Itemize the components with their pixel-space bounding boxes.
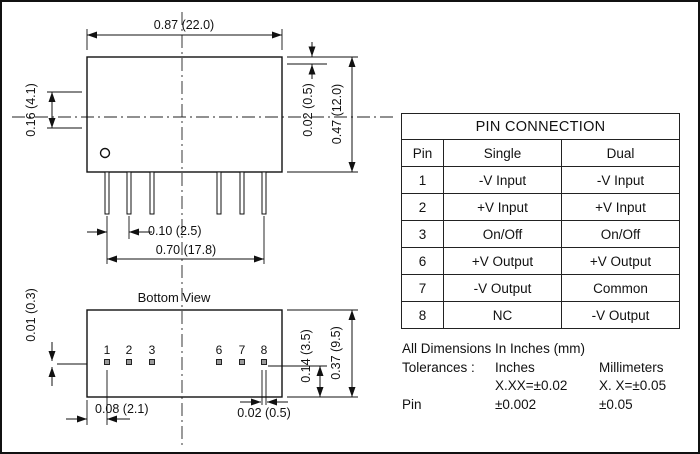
single-cell: On/Off <box>443 220 562 248</box>
pin-table-title: PIN CONNECTION <box>401 113 680 140</box>
dimensions-note-line: All Dimensions In Inches (mm) <box>402 340 688 359</box>
front-extension-lines <box>47 29 358 264</box>
single-cell: -V Output <box>443 274 562 302</box>
dual-cell: Common <box>561 274 680 302</box>
lead-pin-6 <box>216 171 222 215</box>
millimeters-tolerance: X. X=±0.05 <box>599 378 667 394</box>
dimensions-note-text: All Dimensions In Inches (mm) <box>402 341 586 356</box>
pin-cell: 8 <box>401 301 444 329</box>
dual-cell: -V Output <box>561 301 680 329</box>
dimension-notes: All Dimensions In Inches (mm) Tolerances… <box>402 340 688 414</box>
dual-cell: -V Input <box>561 166 680 194</box>
lead-pin-3 <box>149 171 155 215</box>
depth-dim-label: 0.37 (9.5) <box>329 326 343 380</box>
tolerances-header-line: Tolerances : Inches Millimeters <box>402 359 688 378</box>
single-cell: +V Input <box>443 193 562 221</box>
span-dim-label: 0.70 (17.8) <box>156 243 216 257</box>
column-header-dual: Dual <box>561 139 680 167</box>
tolerances-label: Tolerances : <box>402 359 475 375</box>
height-dim-label: 0.47 (12.0) <box>330 84 344 144</box>
table-row: 2 +V Input +V Input <box>401 193 680 221</box>
pin-inches-tolerance: ±0.002 <box>495 396 537 412</box>
pin-tolerance-label: Pin <box>402 396 422 412</box>
pin-cell: 3 <box>401 220 444 248</box>
millimeters-header: Millimeters <box>599 359 664 375</box>
single-cell: NC <box>443 301 562 329</box>
table-row: 3 On/Off On/Off <box>401 220 680 248</box>
pad-3 <box>149 359 155 365</box>
table-row: 6 +V Output +V Output <box>401 247 680 275</box>
pad-row-dim-label: 0.14 (3.5) <box>299 329 313 383</box>
column-header-single: Single <box>443 139 562 167</box>
standoff-dim-label: 0.02 (0.5) <box>301 83 315 137</box>
pin-millimeters-tolerance: ±0.05 <box>599 396 633 412</box>
pin-number-8: 8 <box>261 343 268 357</box>
front-view: 0.87 (22.0) 0.16 (4.1) 0.02 (0.5) 0.47 (… <box>24 18 358 264</box>
pad-8 <box>261 359 267 365</box>
pad-1 <box>104 359 110 365</box>
table-row: 7 -V Output Common <box>401 274 680 302</box>
pin-number-1: 1 <box>104 343 111 357</box>
table-row: 1 -V Input -V Input <box>401 166 680 194</box>
lead-pin-8 <box>261 171 267 215</box>
pad-2 <box>126 359 132 365</box>
lead-pin-7 <box>239 171 245 215</box>
pad-width-dim-label: 0.02 (0.5) <box>237 406 291 420</box>
table-row: 8 NC -V Output <box>401 301 680 329</box>
dual-cell: On/Off <box>561 220 680 248</box>
bottom-view: Bottom View 1 2 3 6 7 8 0.01 (0.3) <box>24 288 358 425</box>
dual-cell: +V Input <box>561 193 680 221</box>
bottom-view-body <box>86 309 283 398</box>
pin-cell: 6 <box>401 247 444 275</box>
pin-table-header-row: Pin Single Dual <box>401 139 680 167</box>
inches-header: Inches <box>495 359 535 375</box>
single-cell: -V Input <box>443 166 562 194</box>
pin-cell: 2 <box>401 193 444 221</box>
edge-to-pin-dim-label: 0.08 (2.1) <box>95 402 149 416</box>
pin-cell: 7 <box>401 274 444 302</box>
pad-7 <box>239 359 245 365</box>
column-header-pin: Pin <box>401 139 444 167</box>
width-dim-label: 0.87 (22.0) <box>154 18 214 32</box>
pad-6 <box>216 359 222 365</box>
pin-tolerance-line: Pin ±0.002 ±0.05 <box>402 396 688 415</box>
bottom-view-title: Bottom View <box>138 290 211 305</box>
single-cell: +V Output <box>443 247 562 275</box>
dual-cell: +V Output <box>561 247 680 275</box>
pin-cell: 1 <box>401 166 444 194</box>
bottom-extension-lines <box>57 309 358 425</box>
pin-number-6: 6 <box>216 343 223 357</box>
pin-number-3: 3 <box>149 343 156 357</box>
pin-number-7: 7 <box>239 343 246 357</box>
pin-number-2: 2 <box>126 343 133 357</box>
pin1-indicator-dot <box>99 147 111 159</box>
inches-tolerance: X.XX=±0.02 <box>495 378 568 394</box>
pin-length-dim-label: 0.16 (4.1) <box>24 83 38 137</box>
lead-pin-1 <box>104 171 110 215</box>
pitch-dim-label: 0.10 (2.5) <box>148 224 202 238</box>
component-body <box>86 56 283 173</box>
general-tolerance-line: X.XX=±0.02 X. X=±0.05 <box>402 377 688 396</box>
pad-offset-dim-label: 0.01 (0.3) <box>24 288 38 342</box>
lead-pin-2 <box>126 171 132 215</box>
pin-connection-table: PIN CONNECTION Pin Single Dual 1 -V Inpu… <box>401 113 680 329</box>
